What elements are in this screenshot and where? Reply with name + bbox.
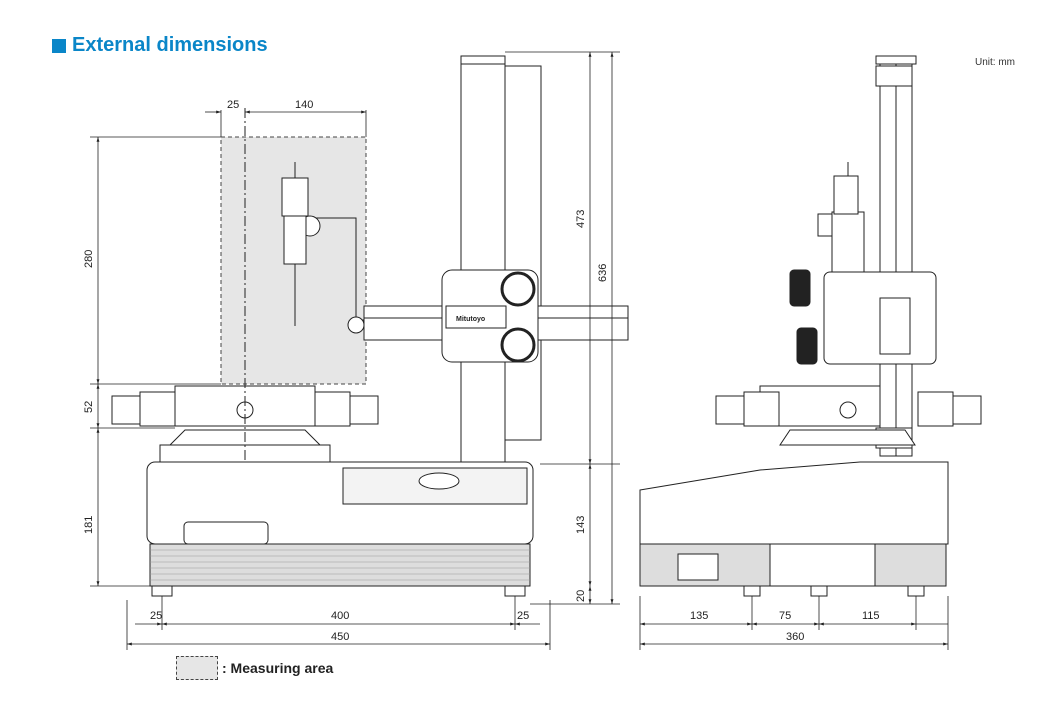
dim-side-right: 115 [862, 610, 880, 622]
legend-label: : Measuring area [222, 660, 334, 676]
section-title: External dimensions [52, 34, 268, 57]
dim-table-height: 52 [83, 401, 95, 413]
dim-base-span: 400 [331, 610, 349, 622]
dim-column-travel: 473 [575, 210, 587, 228]
legend: : Measuring area [176, 656, 333, 680]
dim-side-middle: 75 [779, 610, 791, 622]
dim-foot-left: 25 [150, 610, 162, 622]
dim-feet: 20 [575, 590, 587, 602]
title-marker-icon [52, 38, 66, 53]
column [460, 55, 506, 465]
brand-logo: Mitutoyo [456, 316, 485, 323]
dim-measuring-height: 280 [83, 250, 95, 268]
title-text: External dimensions [72, 34, 268, 56]
dim-overall-width: 450 [331, 631, 349, 643]
dim-overall-height: 636 [597, 264, 609, 282]
dim-side-left: 135 [690, 610, 708, 622]
unit-label: Unit: mm [975, 57, 1015, 68]
front-view: Mitutoyo [111, 55, 629, 597]
dim-reach: 140 [295, 99, 313, 111]
dim-base-top: 143 [575, 516, 587, 534]
dim-base-height: 181 [83, 516, 95, 534]
side-dimension-lines [639, 596, 949, 650]
side-view [639, 55, 982, 597]
measuring-area-swatch [176, 656, 218, 680]
dim-offset-top: 25 [227, 99, 239, 111]
front-dimension-lines [90, 51, 620, 650]
dim-foot-right: 25 [517, 610, 529, 622]
dim-side-depth: 360 [786, 631, 804, 643]
